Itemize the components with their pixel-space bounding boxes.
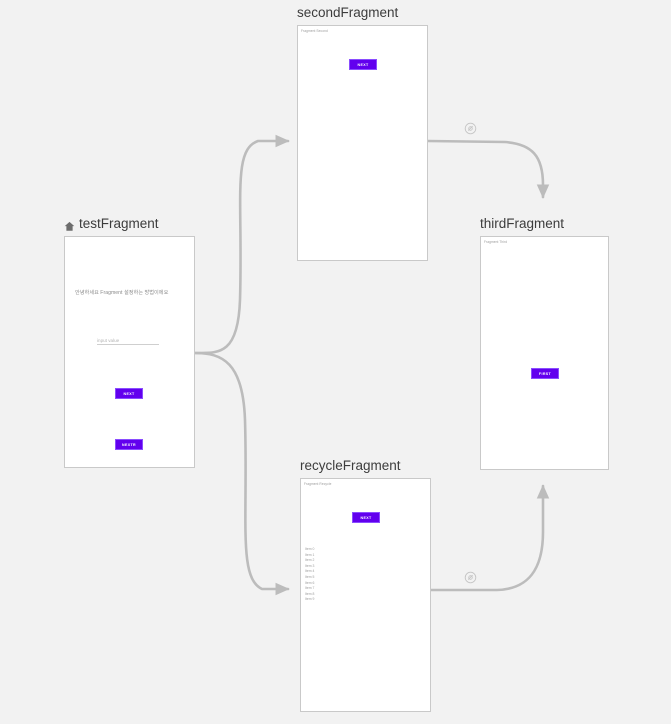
list-item[interactable]: Item 4 xyxy=(305,569,315,574)
recycler-view[interactable]: Item 0 Item 1 Item 2 Item 3 Item 4 Item … xyxy=(305,547,314,603)
next-button[interactable]: NEXT xyxy=(115,388,143,399)
list-item[interactable]: Item 1 xyxy=(305,552,315,557)
destination-title-label-testFragment: testFragment xyxy=(79,216,159,231)
fragment-recycle-label: Fragment Recycle xyxy=(304,482,332,486)
list-item[interactable]: Item 3 xyxy=(305,563,315,568)
destination-preview-secondFragment[interactable]: Fragment Second NEXT xyxy=(297,25,428,261)
destination-title-label-recycleFragment: recycleFragment xyxy=(300,458,401,473)
destination-preview-testFragment[interactable]: 안녕하세요 Fragment 설정하는 방법이에요 input value NE… xyxy=(64,236,195,468)
list-item[interactable]: Item 0 xyxy=(305,547,315,551)
destination-title-recycleFragment: recycleFragment xyxy=(300,458,431,474)
list-item[interactable]: Item 7 xyxy=(305,586,315,591)
destination-node-thirdFragment[interactable]: thirdFragment Fragment Third FIRST xyxy=(480,216,609,470)
list-item[interactable]: Item 8 xyxy=(305,591,315,596)
list-item[interactable]: Item 9 xyxy=(305,597,315,602)
hello-textview: 안녕하세요 Fragment 설정하는 방법이에요 xyxy=(75,290,169,296)
destination-node-recycleFragment[interactable]: recycleFragment Fragment Recycle NEXT It… xyxy=(300,458,431,712)
list-item[interactable]: Item 2 xyxy=(305,558,315,563)
connector-second-to-third[interactable] xyxy=(426,139,550,199)
action-icon-second-to-third[interactable] xyxy=(464,122,477,135)
input-value-edittext[interactable]: input value xyxy=(97,338,159,345)
connector-recycle-to-third[interactable] xyxy=(429,484,550,592)
destination-node-secondFragment[interactable]: secondFragment Fragment Second NEXT xyxy=(297,5,428,261)
destination-title-thirdFragment: thirdFragment xyxy=(480,216,609,232)
next-button[interactable]: NEXT xyxy=(352,512,380,523)
destination-node-testFragment[interactable]: testFragment 안녕하세요 Fragment 설정하는 방법이에요 i… xyxy=(64,216,195,468)
destination-title-label-thirdFragment: thirdFragment xyxy=(480,216,565,231)
fragment-third-label: Fragment Third xyxy=(484,240,508,244)
destination-title-label-secondFragment: secondFragment xyxy=(297,5,399,20)
destination-preview-recycleFragment[interactable]: Fragment Recycle NEXT Item 0 Item 1 Item… xyxy=(300,478,431,712)
connector-test-to-recycle[interactable] xyxy=(193,351,290,596)
first-button[interactable]: FIRST xyxy=(531,368,559,379)
nextr-button[interactable]: NEXTR xyxy=(115,439,143,450)
list-item[interactable]: Item 6 xyxy=(305,580,315,585)
destination-preview-thirdFragment[interactable]: Fragment Third FIRST xyxy=(480,236,609,470)
destination-title-testFragment: testFragment xyxy=(64,216,195,232)
action-icon-recycle-to-third[interactable] xyxy=(464,571,477,584)
next-button[interactable]: NEXT xyxy=(349,59,377,70)
destination-title-secondFragment: secondFragment xyxy=(297,5,428,21)
list-item[interactable]: Item 5 xyxy=(305,574,315,579)
home-icon xyxy=(64,220,75,231)
fragment-second-label: Fragment Second xyxy=(301,29,328,33)
connector-test-to-second[interactable] xyxy=(193,134,290,355)
